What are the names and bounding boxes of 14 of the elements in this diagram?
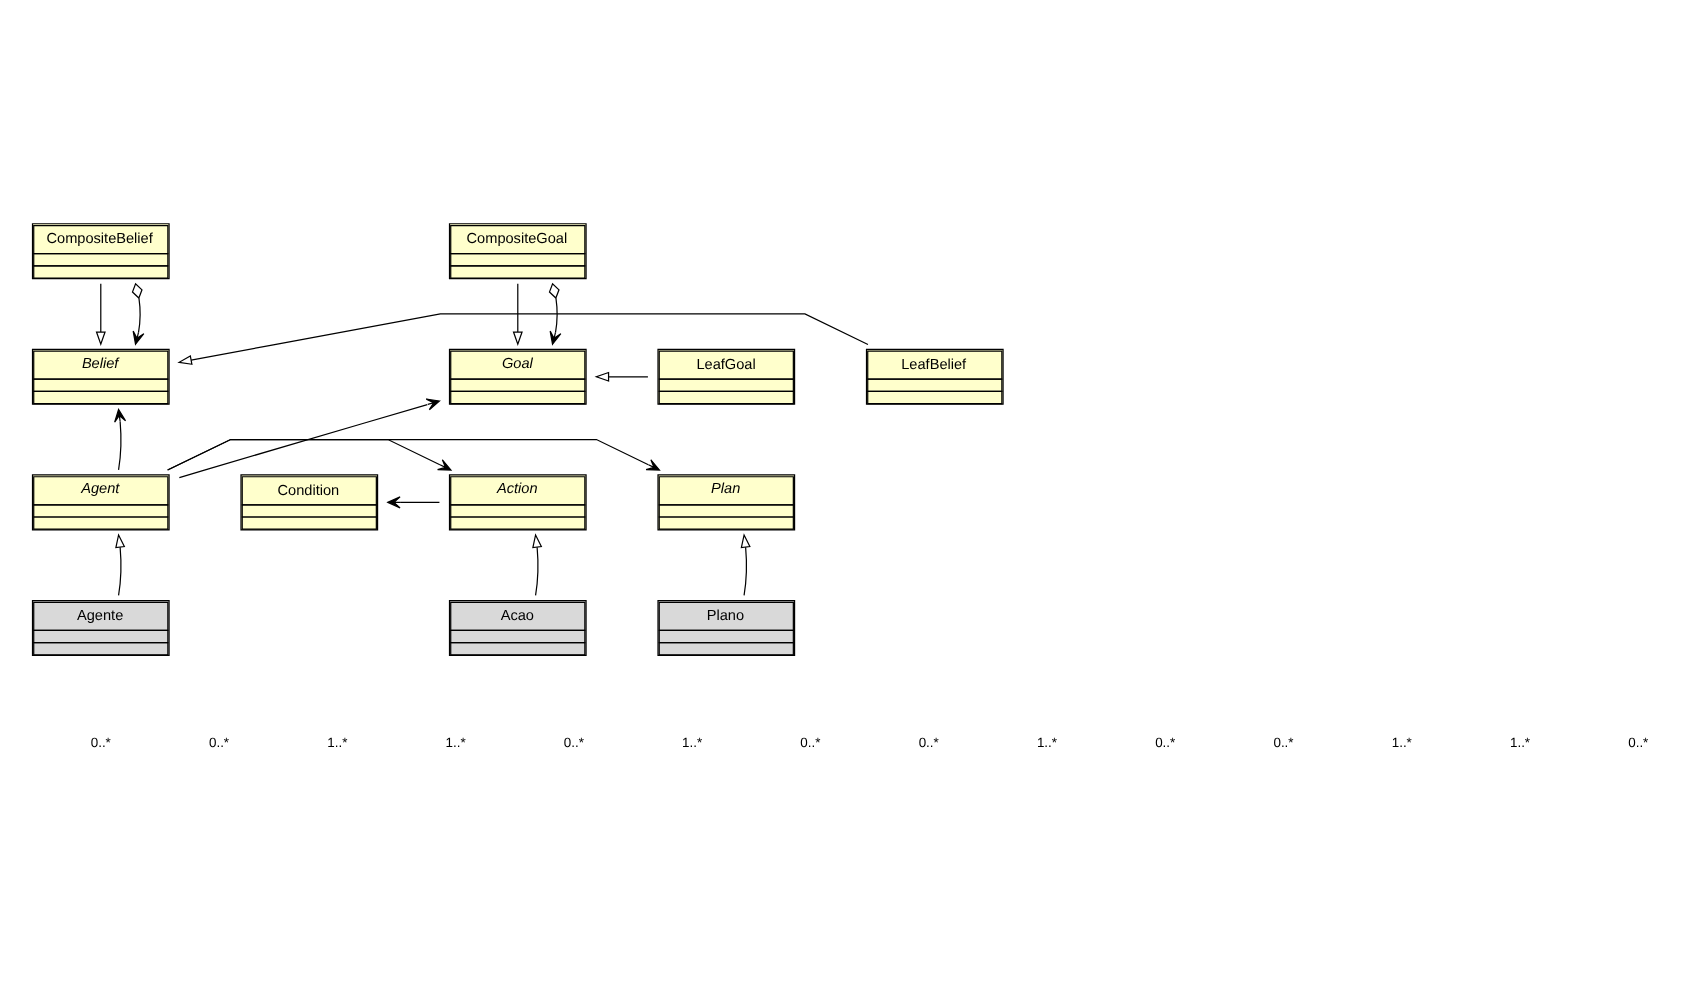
arrow xyxy=(387,495,441,508)
arrow xyxy=(177,312,869,364)
arrow xyxy=(167,437,452,470)
arrow xyxy=(95,282,106,346)
arrow xyxy=(740,532,751,595)
arrow xyxy=(131,281,145,344)
arrow xyxy=(167,437,661,470)
arrow xyxy=(532,532,543,595)
arrow xyxy=(115,532,126,595)
arrow xyxy=(114,407,127,470)
arrow xyxy=(594,370,649,381)
arrow xyxy=(512,282,523,346)
arrow xyxy=(178,397,441,478)
arrow xyxy=(548,281,562,344)
